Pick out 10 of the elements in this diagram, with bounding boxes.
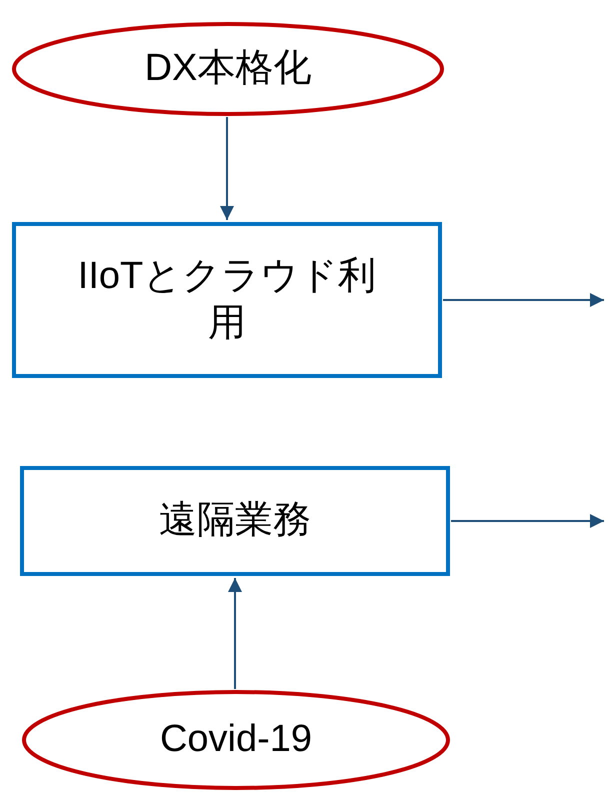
- arrow: [443, 293, 604, 307]
- node-label: Covid-19: [160, 717, 312, 762]
- node-label: IIoTとクラウド利用: [77, 254, 377, 346]
- arrow: [451, 514, 604, 528]
- process-box: [12, 222, 442, 378]
- arrow: [228, 578, 242, 689]
- process-box: [20, 466, 450, 576]
- node-label: 遠隔業務: [159, 498, 311, 544]
- arrow: [220, 117, 234, 220]
- node-label: DX本格化: [144, 46, 312, 92]
